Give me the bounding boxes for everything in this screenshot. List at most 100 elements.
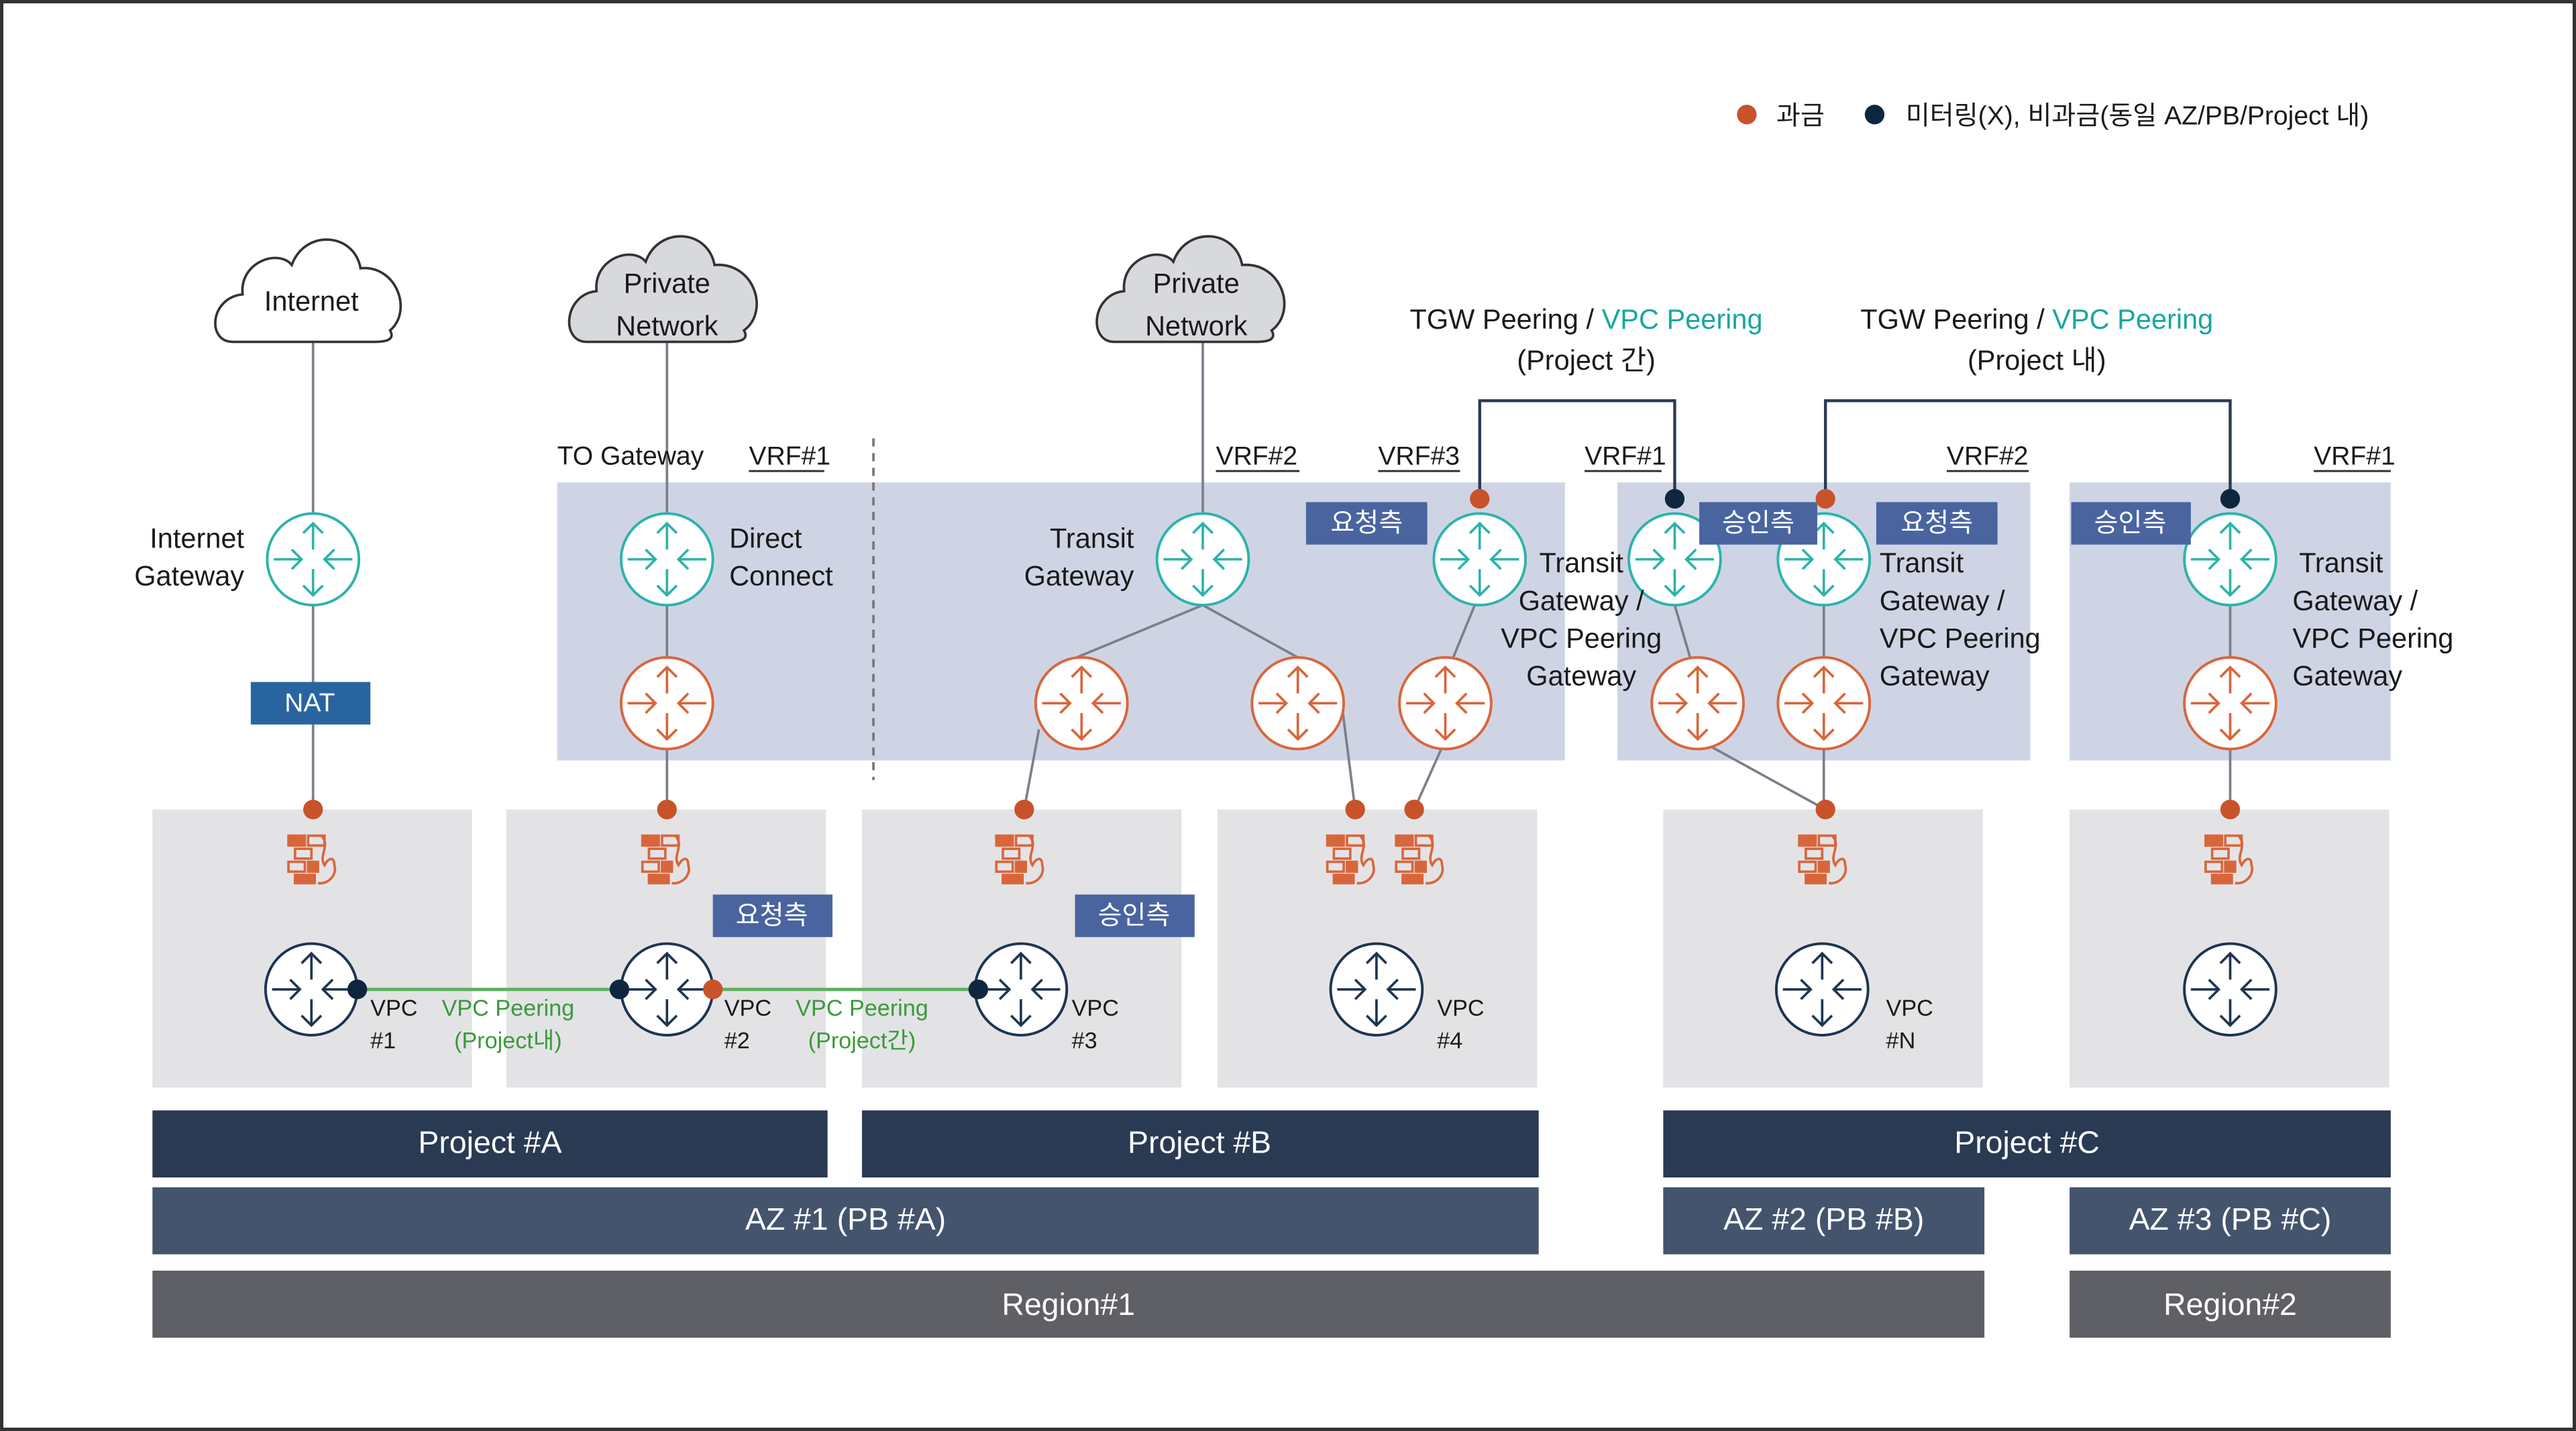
vpc-router-icon[interactable]: [1774, 942, 1870, 1037]
non-charged-dot: [347, 979, 368, 1000]
vpc-label: #3: [1072, 1028, 1097, 1054]
vpc-label: VPC: [370, 996, 417, 1021]
peering-title-inter-project: TGW Peering / VPC Peering: [1410, 303, 1763, 335]
peering-subtitle-intra-project: (Project 내): [1968, 344, 2106, 376]
non-charged-dot: [1664, 488, 1685, 509]
az-bar-2: [1663, 1187, 1985, 1255]
cloud-private-network-2: Private Network: [1095, 235, 1286, 343]
internet-gateway-label: Internet: [150, 523, 244, 554]
region-bars: Region#1 Region#2: [152, 1271, 2391, 1338]
vrf-label: VRF#1: [2314, 441, 2396, 470]
vpc-labels: VPC #1 VPC #2 VPC #3 VPC #4 VPC #N: [370, 996, 1933, 1054]
cloud-private-label-1: Private: [624, 267, 710, 299]
tgw-vpc-peering-gateway-icon[interactable]: [2183, 512, 2277, 606]
cloud-private-icon: [568, 235, 758, 343]
cloud-private-label-2: Network: [1145, 310, 1248, 341]
vpc-label: VPC: [1886, 996, 1933, 1021]
az-bars: AZ #1 (PB #A) AZ #2 (PB #B) AZ #3 (PB #C…: [152, 1187, 2391, 1255]
region-label: Region#2: [2163, 1287, 2297, 1322]
vpc-router-icon[interactable]: [2183, 942, 2277, 1037]
svg-text:Gateway: Gateway: [2292, 659, 2402, 691]
vpc-label: #N: [1886, 1028, 1916, 1054]
transit-gateway-icon[interactable]: [1155, 512, 1250, 606]
charged-dot: [1815, 800, 1835, 820]
vrf-router-icon[interactable]: [1650, 656, 1745, 751]
vrf-label: VRF#1: [749, 441, 830, 470]
peering-bracket-inter-project: [1478, 399, 1676, 499]
nat-box[interactable]: [250, 682, 371, 725]
svg-text:VPC Peering: VPC Peering: [1501, 622, 1662, 653]
internet-gateway-label: Gateway: [134, 560, 244, 592]
vpc-peering-label: (Project간): [808, 1028, 916, 1054]
charged-dot: [1345, 800, 1365, 820]
project-bar-a: [152, 1110, 828, 1178]
svg-text:VPC Peering: VPC Peering: [2292, 622, 2453, 653]
tag-acceptor-vpc3: 승인측: [1075, 894, 1195, 937]
vpc-peering-label: (Project내): [454, 1028, 562, 1054]
vrf-router-icon[interactable]: [2183, 656, 2277, 751]
legend-noncharged-dot: [1864, 105, 1885, 125]
project-bar-b: [861, 1110, 1539, 1178]
cloud-internet: Internet: [214, 238, 402, 343]
vpc-label: #2: [724, 1028, 750, 1054]
tgw-vpc-gateway-label-3: Transit Gateway / VPC Peering Gateway: [2292, 547, 2453, 691]
vpc-router-icon[interactable]: [619, 942, 714, 1037]
tag-acceptor-az3: 승인측: [2071, 502, 2191, 545]
vrf-label: VRF#2: [1947, 441, 2029, 470]
diagram-canvas: 과금 미터링(X), 비과금(동일 AZ/PB/Project 내) Inter: [134, 101, 2453, 1338]
svg-text:Gateway /: Gateway /: [2292, 584, 2418, 616]
az-bar-1: [152, 1187, 1539, 1255]
svg-text:Gateway /: Gateway /: [1880, 584, 2005, 616]
charged-dot: [1404, 800, 1424, 820]
vpc-peering-label: VPC Peering: [441, 996, 574, 1021]
vpc-router-icon[interactable]: [973, 942, 1069, 1037]
svg-text:Transit: Transit: [1880, 547, 1964, 578]
legend: 과금 미터링(X), 비과금(동일 AZ/PB/Project 내): [1737, 101, 2369, 130]
direct-connect-label: Direct: [729, 523, 802, 554]
svg-text:Gateway /: Gateway /: [1519, 584, 1644, 616]
vrf-routers: [619, 656, 2277, 751]
az-label: AZ #1 (PB #A): [745, 1202, 946, 1236]
charged-dot: [2220, 800, 2241, 820]
az-bar-3: [2070, 1187, 2391, 1255]
internet-gateway-icon[interactable]: [266, 512, 360, 606]
project-bar-c: [1663, 1110, 2391, 1178]
nat-label: NAT: [284, 688, 335, 717]
cloud-private-icon: [1095, 235, 1286, 343]
vpc-label: VPC: [1437, 996, 1484, 1021]
vrf-label: VRF#3: [1378, 441, 1460, 470]
peering-title-intra-project: TGW Peering / VPC Peering: [1860, 303, 2213, 335]
transit-gateway-label: Transit: [1050, 523, 1134, 554]
az-label: AZ #3 (PB #C): [2129, 1202, 2332, 1236]
peering-bracket-intra-project: [1823, 399, 2232, 499]
tgw-vpc-peering-gateway-icon[interactable]: [1627, 512, 1722, 606]
az-label: AZ #2 (PB #B): [1723, 1202, 1924, 1236]
tag-requester-vrf2-c: 요청측: [1876, 502, 1998, 545]
tgw-vpc-peering-gateway-icon[interactable]: [1432, 512, 1527, 606]
svg-text:요청측: 요청측: [1900, 509, 1973, 537]
vrf-router-icon[interactable]: [1398, 656, 1493, 751]
vpc-routers: [264, 942, 2277, 1037]
vpc-router-icon[interactable]: [1329, 942, 1424, 1037]
direct-connect-label: Connect: [729, 560, 833, 592]
vpc-router-icon[interactable]: [264, 942, 359, 1037]
vpc-label: #4: [1437, 1028, 1462, 1054]
charged-dot: [702, 979, 723, 1000]
charged-dot: [1815, 488, 1835, 509]
vrf-label: VRF#1: [1585, 441, 1666, 470]
svg-text:요청측: 요청측: [736, 901, 808, 930]
svg-text:승인측: 승인측: [2094, 509, 2167, 537]
vrf-router-icon[interactable]: [1034, 656, 1129, 751]
direct-connect-icon[interactable]: [619, 512, 714, 606]
vrf-router-icon[interactable]: [1250, 656, 1346, 751]
svg-text:승인측: 승인측: [1722, 509, 1794, 537]
to-gateway-label: TO Gateway: [557, 441, 704, 470]
vrf-router-icon[interactable]: [1776, 656, 1872, 751]
cloud-private-network-1: Private Network: [568, 235, 758, 343]
vrf-router-icon[interactable]: [619, 656, 714, 751]
vpc-label: VPC: [1072, 996, 1119, 1021]
project-label: Project #A: [418, 1125, 561, 1160]
vpc-label: #1: [370, 1028, 396, 1054]
svg-text:Transit: Transit: [2299, 547, 2383, 578]
